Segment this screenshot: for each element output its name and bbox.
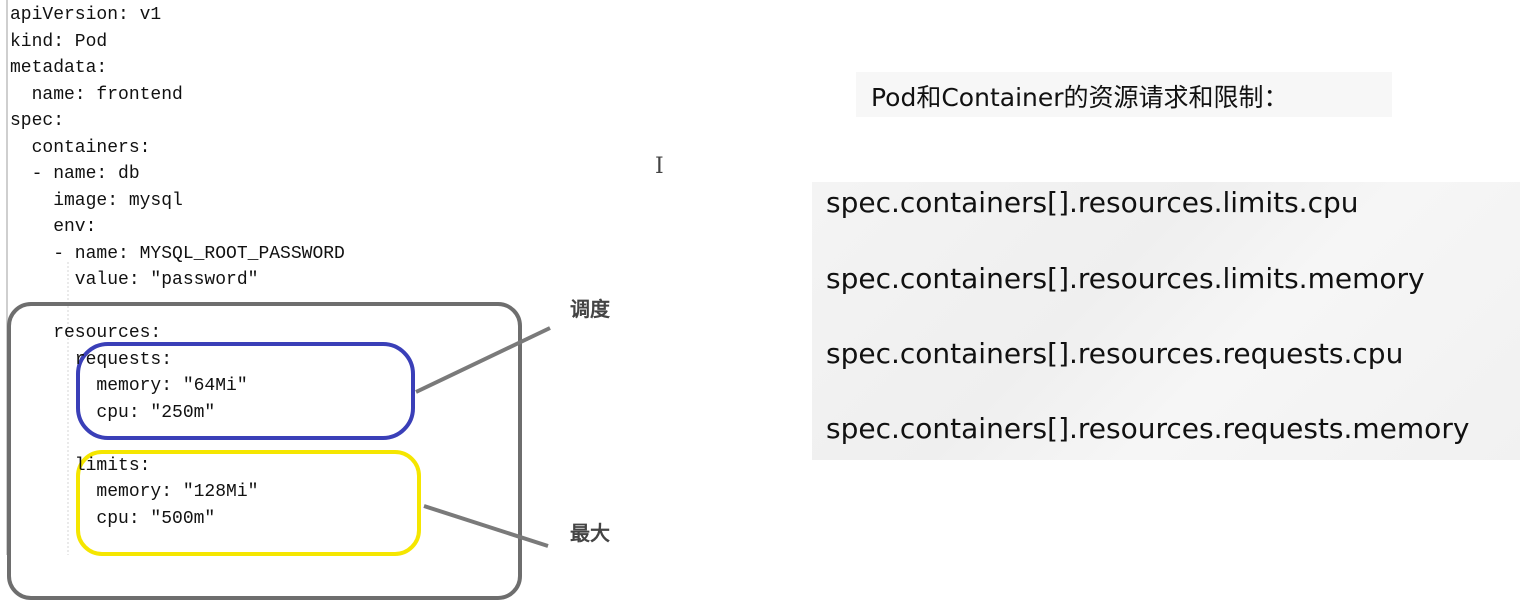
yaml-line: name: frontend (10, 84, 183, 105)
resource-fields-panel: spec.containers[].resources.limits.cpu s… (812, 182, 1520, 460)
yaml-line: spec: (10, 111, 65, 131)
field-limits-memory: spec.containers[].resources.limits.memor… (826, 262, 1425, 295)
yaml-line: apiVersion: v1 (10, 5, 162, 25)
yaml-line: image: mysql (10, 190, 183, 211)
yaml-line: kind: Pod (10, 31, 108, 52)
yaml-line: resources: (10, 323, 162, 343)
yaml-line: limits: (10, 455, 151, 476)
yaml-line: metadata: (10, 58, 108, 78)
yaml-line: containers: (10, 137, 151, 158)
yaml-line: - name: db (10, 164, 140, 184)
yaml-line: env: (10, 217, 97, 237)
yaml-line: cpu: "250m" (10, 402, 216, 423)
yaml-line: cpu: "500m" (10, 508, 216, 529)
requests-outline (76, 342, 415, 440)
schedule-label: 调度 (570, 297, 610, 321)
yaml-line: - name: MYSQL_ROOT_PASSWORD (10, 243, 345, 264)
yaml-line: requests: (10, 349, 173, 370)
yaml-line: value: "password" (10, 270, 259, 290)
resources-outline (7, 302, 522, 600)
max-label: 最大 (570, 521, 610, 545)
field-requests-cpu: spec.containers[].resources.requests.cpu (826, 337, 1404, 370)
text-cursor-icon: I (655, 154, 664, 179)
schedule-connector (415, 326, 551, 394)
title-box: Pod和Container的资源请求和限制： (856, 72, 1392, 117)
yaml-line: memory: "128Mi" (10, 482, 259, 502)
yaml-line: memory: "64Mi" (10, 376, 248, 396)
field-limits-cpu: spec.containers[].resources.limits.cpu (826, 186, 1359, 219)
limits-outline (76, 450, 421, 556)
field-requests-memory: spec.containers[].resources.requests.mem… (826, 412, 1470, 445)
right-panel-title: Pod和Container的资源请求和限制： (871, 83, 1289, 112)
max-connector (423, 504, 549, 548)
